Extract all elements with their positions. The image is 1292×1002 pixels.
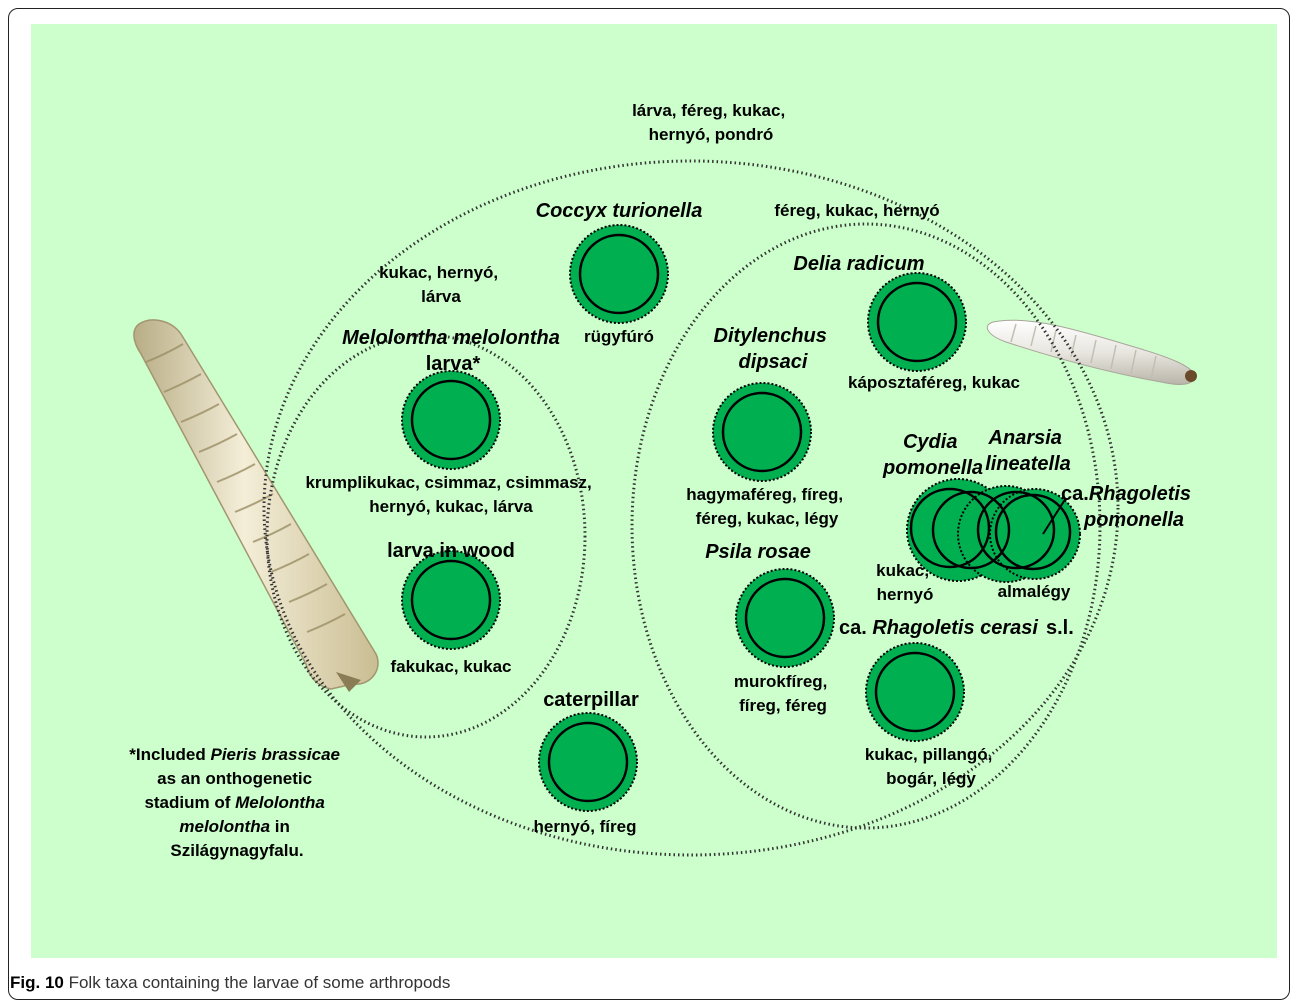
node-melolontha — [410, 379, 492, 461]
apple-cluster-folk-left-line2: hernyó — [877, 585, 934, 604]
outer-region-label-line2: hernyó, pondró — [649, 125, 774, 144]
ditylenchus-title-line1: Ditylenchus — [714, 325, 827, 347]
right-taxon-ellipse — [630, 222, 1102, 830]
rhagoletis-cerasi-suffix: s.l. — [1046, 617, 1074, 639]
figure-frame — [8, 8, 1290, 1000]
rhagoletis-pomonella-title: ca.Rhagoletis pomonella — [1061, 483, 1197, 531]
footnote-line3a: stadium of — [144, 793, 235, 812]
melolontha-folk-line2: hernyó, kukac, lárva — [369, 497, 533, 516]
node-cydia — [909, 487, 991, 569]
node-caterpillar — [547, 721, 629, 803]
node-rhagoletis-cerasi — [874, 651, 956, 733]
footnote-line4: melolontha in — [179, 817, 290, 836]
coccyx-title: Coccyx turionella — [536, 200, 703, 222]
psila-folk-names: murokfíreg, fíreg, féreg — [734, 672, 832, 715]
ditylenchus-title: Ditylenchus dipsaci — [714, 325, 833, 373]
ditylenchus-title-line2: dipsaci — [739, 351, 808, 373]
coccyx-folk-names: rügyfúró — [584, 327, 654, 346]
apple-cluster-folk-left-line1: kukac, — [876, 561, 929, 580]
rhagoletis-pomonella-name: Rhagoletis — [1089, 483, 1191, 505]
node-delia — [876, 281, 958, 363]
right-region-label: féreg, kukac, hernyó — [774, 201, 939, 220]
cydia-title-line1: Cydia — [903, 431, 957, 453]
node-wood — [410, 559, 492, 641]
figure-caption: Fig. 10 Folk taxa containing the larvae … — [10, 973, 450, 993]
node-rhagoletis-pomonella — [994, 493, 1072, 571]
rhagoletis-cerasi-folk-line2: bogár, légy — [886, 769, 976, 788]
node-cydia-inner — [931, 490, 1011, 570]
rhagoletis-cerasi-folk-line1: kukac, pillangó, — [865, 745, 993, 764]
rhagoletis-pomonella-name-line2: pomonella — [1083, 509, 1184, 531]
node-anarsia — [976, 490, 1056, 570]
outer-taxon-ellipse — [262, 159, 1120, 857]
footnote-line2: as an onthogenetic — [157, 769, 312, 788]
rhagoletis-cerasi-folk-names: kukac, pillangó, bogár, légy — [865, 745, 997, 788]
diagram-panel: lárva, féreg, kukac, hernyó, pondró kuka… — [31, 24, 1277, 958]
footnote-part1: *Included — [129, 745, 210, 764]
footnote-line4b: in — [270, 817, 290, 836]
psila-title: Psila rosae — [705, 541, 811, 563]
caterpillar-folk-names: hernyó, fíreg — [534, 817, 637, 836]
rhagoletis-cerasi-title: ca. Rhagoletis cerasi s.l. — [839, 617, 1074, 639]
pointer-line-rhagoletis — [1042, 497, 1067, 535]
grub-larva-image — [133, 319, 379, 692]
melolontha-title: Melolontha melolontha — [342, 327, 560, 349]
wood-title: larva in wood — [387, 540, 515, 562]
ditylenchus-folk-names: hagymaféreg, fíreg, féreg, kukac, légy — [686, 485, 848, 528]
footnote-line1: *Included Pieris brassicae — [129, 745, 340, 764]
node-psila — [744, 577, 826, 659]
anarsia-title-line2: lineatella — [985, 453, 1071, 475]
figure-caption-text: Folk taxa containing the larvae of some … — [63, 973, 451, 992]
caterpillar-title: caterpillar — [543, 689, 639, 711]
left-region-label-line2: lárva — [421, 287, 461, 306]
rhagoletis-pomonella-prefix: ca. — [1061, 483, 1089, 505]
apple-cluster-folk-left: kukac, hernyó — [876, 561, 934, 604]
taxon-nodes — [401, 224, 1081, 812]
ditylenchus-folk-line1: hagymaféreg, fíreg, — [686, 485, 843, 504]
melolontha-folk-names: krumplikukac, csimmaz, csimmasz, hernyó,… — [305, 473, 596, 516]
psila-folk-line2: fíreg, féreg — [739, 696, 827, 715]
cydia-title-line2: pomonella — [882, 457, 983, 479]
apple-cluster-folk-right: almalégy — [998, 582, 1071, 601]
outer-region-label-line1: lárva, féreg, kukac, — [632, 101, 785, 120]
delia-folk-names: káposztaféreg, kukac — [848, 373, 1020, 392]
anarsia-title: Anarsia lineatella — [985, 427, 1071, 475]
footnote-line3: stadium of Melolontha — [144, 793, 324, 812]
left-taxon-ellipse — [265, 333, 587, 739]
left-region-label-line1: kukac, hernyó, — [379, 263, 498, 282]
footnote-line4a: melolontha — [179, 817, 270, 836]
footnote-species: Pieris brassicae — [211, 745, 340, 764]
rhagoletis-cerasi-name: Rhagoletis cerasi — [872, 617, 1038, 639]
psila-folk-line1: murokfíreg, — [734, 672, 828, 691]
figure-caption-label: Fig. 10 — [10, 973, 64, 992]
delia-title: Delia radicum — [793, 253, 924, 275]
anarsia-title-line1: Anarsia — [988, 427, 1062, 449]
melolontha-title-suffix: larva* — [426, 353, 481, 375]
folk-taxa-diagram: lárva, féreg, kukac, hernyó, pondró kuka… — [31, 24, 1277, 958]
footnote: *Included Pieris brassicae as an onthoge… — [129, 745, 344, 860]
node-coccyx — [578, 233, 660, 315]
outer-region-label: lárva, féreg, kukac, hernyó, pondró — [632, 101, 790, 144]
cydia-title: Cydia pomonella — [882, 431, 983, 479]
ditylenchus-folk-line2: féreg, kukac, légy — [696, 509, 839, 528]
node-ditylenchus — [721, 391, 803, 473]
left-region-label: kukac, hernyó, lárva — [379, 263, 503, 306]
melolontha-folk-line1: krumplikukac, csimmaz, csimmasz, — [305, 473, 591, 492]
rhagoletis-cerasi-prefix: ca. — [839, 617, 872, 639]
wood-folk-names: fakukac, kukac — [391, 657, 512, 676]
footnote-line3b: Melolontha — [235, 793, 325, 812]
footnote-line5: Szilágynagyfalu. — [170, 841, 303, 860]
